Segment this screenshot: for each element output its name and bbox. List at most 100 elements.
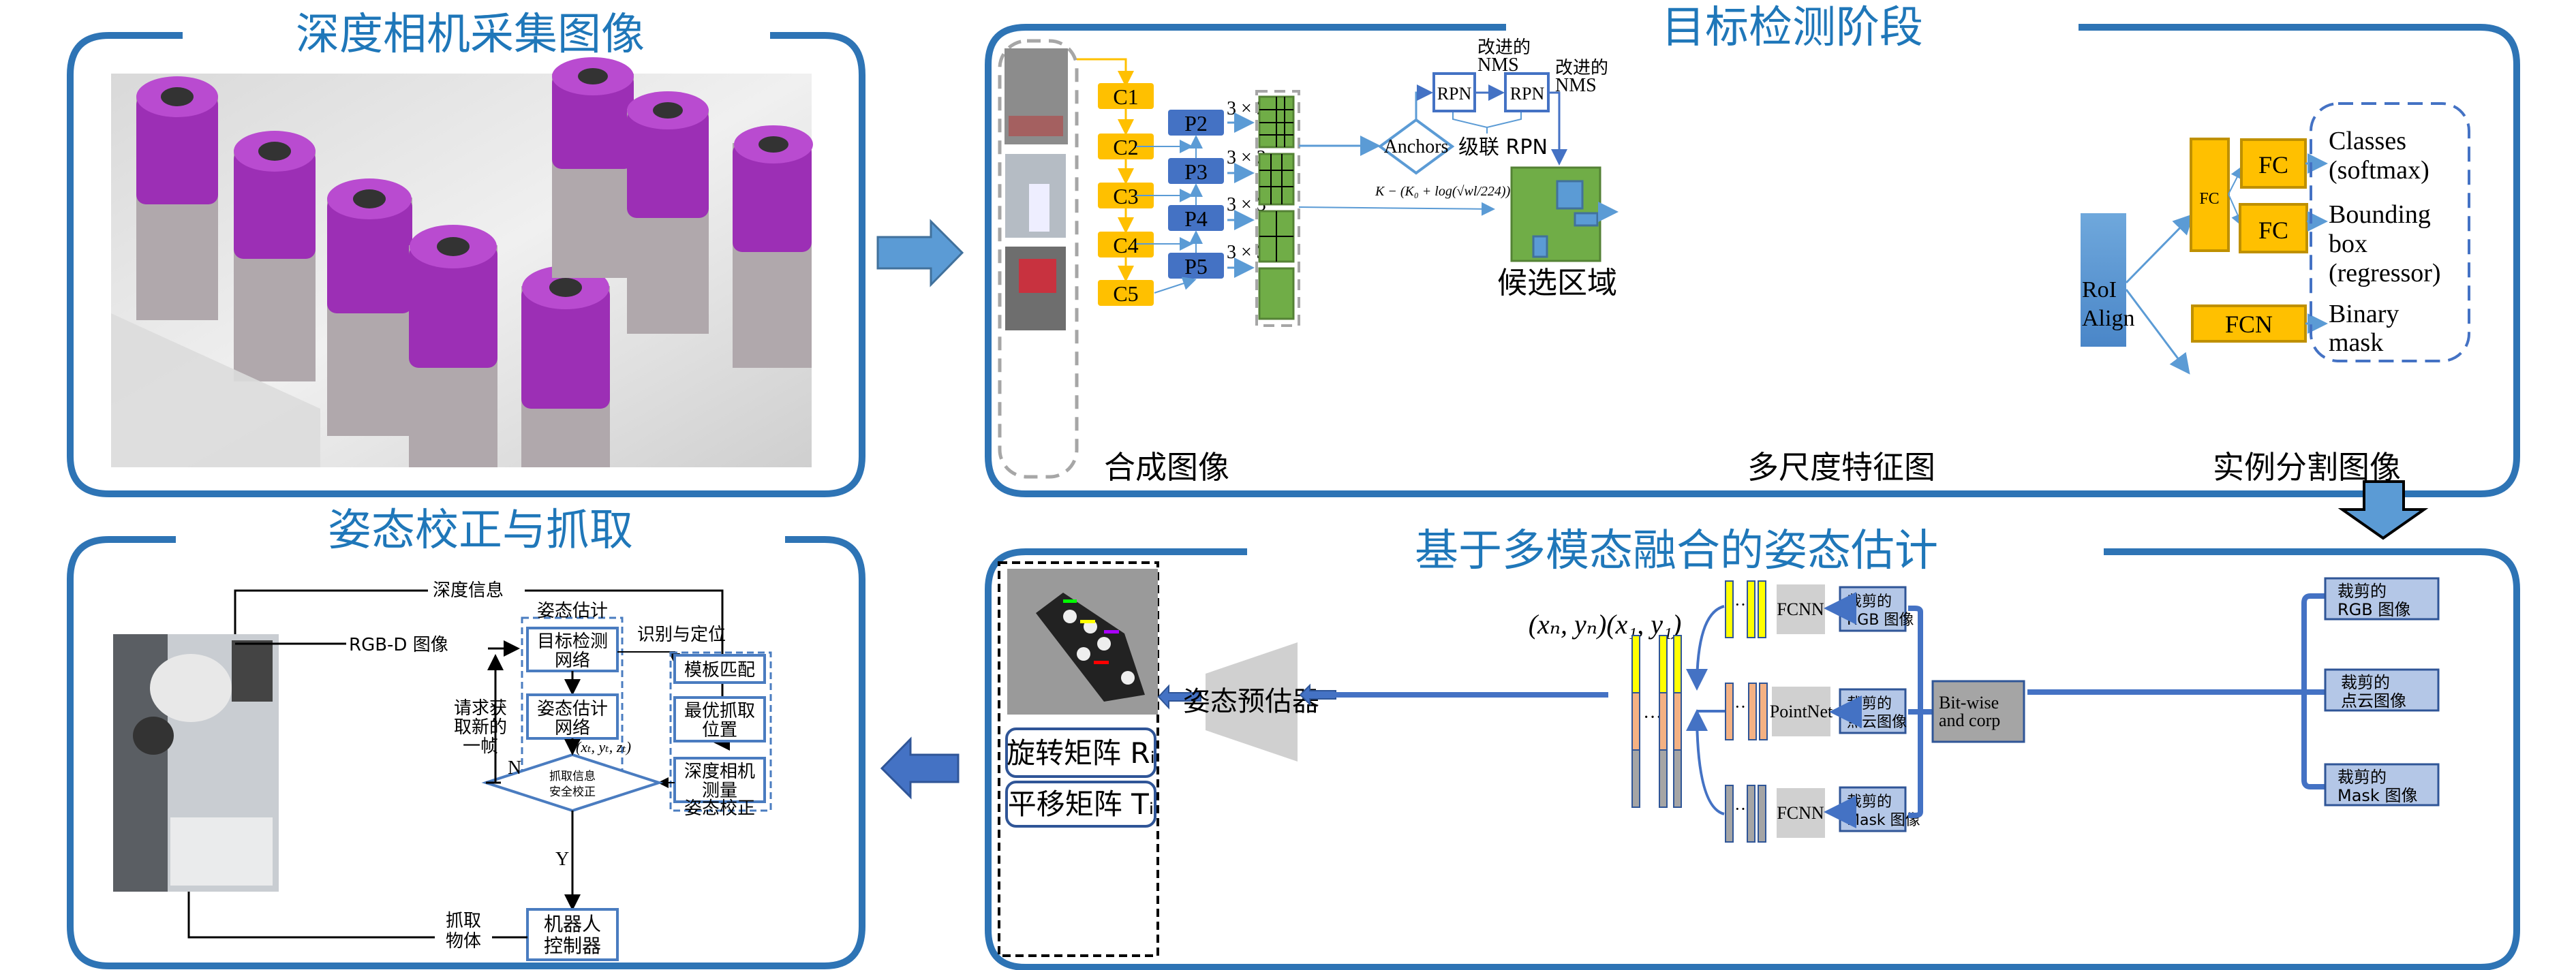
svg-text:NMS: NMS [1477,54,1519,76]
sample-tubes-photo [111,57,813,467]
svg-text:RGB 图像: RGB 图像 [1847,612,1914,629]
opt-grasp-box [673,696,766,742]
encoders: FCNN PointNet FCNN [1770,584,1833,838]
crop-merge [2027,593,2326,789]
svg-text:FC: FC [2199,190,2219,208]
proposal-regions: 候选区域 [1497,166,1617,300]
roi-align-label-2: Align [2082,306,2134,331]
cascade-rpn: Anchors RPN RPN 改进的 NMS 改进的 NMS 级联 RPN [1299,37,1608,175]
svg-text:目标检测: 目标检测 [537,631,608,652]
backbone-column: C1 C2 C3 C4 C5 [1098,83,1154,306]
svg-text:改进的: 改进的 [1477,37,1531,58]
caption-instance: 实例分割图像 [2213,449,2401,486]
rotation-box [1005,728,1156,778]
svg-text:裁剪的: 裁剪的 [1847,593,1892,610]
detection-title: 目标检测阶段 [1661,3,1923,53]
svg-text:裁剪的: 裁剪的 [2337,582,2387,601]
svg-text:裁剪的: 裁剪的 [1847,695,1892,713]
feature-map-3x3 [1258,153,1295,206]
depth-cam-box [673,757,766,803]
outputs-group: Classes (softmax) Bounding box (regresso… [2310,102,2470,362]
capture-title: 深度相机采集图像 [296,10,645,60]
svg-text:平移矩阵 Tᵢ: 平移矩阵 Tᵢ [1008,787,1154,821]
grasp-panel: 姿态校正与抓取 深度信息 RGB-D 图像 姿态估计 目标检测 网络 姿态估计 … [67,505,865,969]
tube-icon [136,57,813,467]
svg-text:Classes: Classes [2329,127,2406,155]
svg-text:一帧: 一帧 [463,736,498,757]
encoder-pointnet [1772,687,1830,736]
feature-maps-group [1255,90,1300,327]
svg-text:PointNet: PointNet [1770,702,1833,721]
fusion-title: 基于多模态融合的姿态估计 [1415,526,1938,576]
coords-label: (xₜ, yₜ, zₜ) [576,738,631,755]
svg-text:机器人: 机器人 [544,913,601,935]
pose-corr-group-label: 姿态校正 [684,798,755,819]
svg-text:级联 RPN: 级联 RPN [1458,136,1548,159]
head-branches: FC FC FC FCN [2125,138,2328,375]
roi-align-label: RoI [2082,277,2117,302]
svg-text:安全校正: 安全校正 [549,785,596,799]
svg-text:深度相机: 深度相机 [684,762,755,782]
svg-text:P2: P2 [1184,111,1208,136]
svg-text:RGB 图像: RGB 图像 [2337,600,2410,619]
backbone-c4 [1098,232,1154,257]
feature-map-2x2 [1258,210,1295,263]
svg-text:裁剪的: 裁剪的 [2341,673,2390,692]
caption-features: 多尺度特征图 [1747,449,1935,486]
svg-text:姿态估计: 姿态估计 [537,699,608,719]
det-net-box [526,627,619,672]
arrow-down-icon [2337,480,2429,540]
pose-est-group-label: 姿态估计 [537,601,608,621]
svg-text:Bounding: Bounding [2329,200,2431,229]
svg-text:Y: Y [555,849,569,870]
svg-text:裁剪的: 裁剪的 [1847,794,1892,811]
recog-locate-label: 识别与定位 [637,625,726,645]
svg-text:点云图像: 点云图像 [1847,714,1907,731]
fpn-p3 [1168,158,1224,184]
grasp-title: 姿态校正与抓取 [328,505,633,556]
translation-box [1005,781,1156,828]
capture-panel: 深度相机采集图像 [67,10,865,497]
pose-estimator-label: 姿态预估器 [1183,686,1319,717]
fc-shared [2190,138,2230,252]
svg-text:控制器: 控制器 [544,935,601,957]
detection-result-photo [1007,569,1158,715]
svg-text:物体: 物体 [446,931,481,952]
svg-text:裁剪的: 裁剪的 [2337,768,2387,787]
encoder-fcnn-mask [1777,788,1825,838]
caption-synth: 合成图像 [1104,449,1229,486]
svg-text:候选区域: 候选区域 [1497,266,1617,300]
feature-map-4x4 [1258,95,1295,148]
svg-text:box: box [2329,230,2367,258]
fpn-p2 [1168,110,1224,136]
svg-text:FCNN: FCNN [1777,599,1824,619]
svg-text:取新的: 取新的 [454,717,507,738]
robot-controller-box [526,908,619,961]
grasp-flowchart: 深度信息 RGB-D 图像 姿态估计 目标检测 网络 姿态估计 网络 识别与定位… [187,580,772,961]
fpn-p5 [1168,253,1224,279]
rpn-box-1 [1432,72,1476,112]
coord-label: (xₙ, yₙ)(x₁, y₁) [1529,609,1682,640]
svg-text:FCNN: FCNN [1777,803,1824,823]
backbone-c3 [1098,183,1154,208]
bitwise-and-crop-box [1931,680,2025,743]
bitwise-split [1908,606,1933,818]
svg-text:(regressor): (regressor) [2329,259,2441,287]
svg-text:网络: 网络 [555,718,590,738]
svg-text:改进的: 改进的 [1555,58,1608,78]
template-match-box [673,654,766,684]
roi-align-block [2081,213,2126,347]
svg-text:FCN: FCN [2225,311,2273,338]
robot-photo [113,634,279,892]
svg-text:网络: 网络 [555,651,590,671]
svg-text:抓取: 抓取 [446,911,481,931]
fusion-panel: 基于多模态融合的姿态估计 旋转矩阵 Rᵢ 平移矩阵 Tᵢ 姿态预估器 (xₙ, … [985,526,2520,970]
synthetic-images-group [998,39,1079,479]
svg-text:旋转矩阵 Rᵢ: 旋转矩阵 Rᵢ [1007,736,1155,770]
svg-text:最优抓取: 最优抓取 [684,701,755,721]
merge-arrows [1686,605,1726,815]
fpn-column: P2 P3 P4 P5 [1136,110,1224,294]
svg-text:C5: C5 [1113,281,1138,306]
backbone-c1 [1098,83,1154,109]
backbone-c2 [1098,134,1154,159]
